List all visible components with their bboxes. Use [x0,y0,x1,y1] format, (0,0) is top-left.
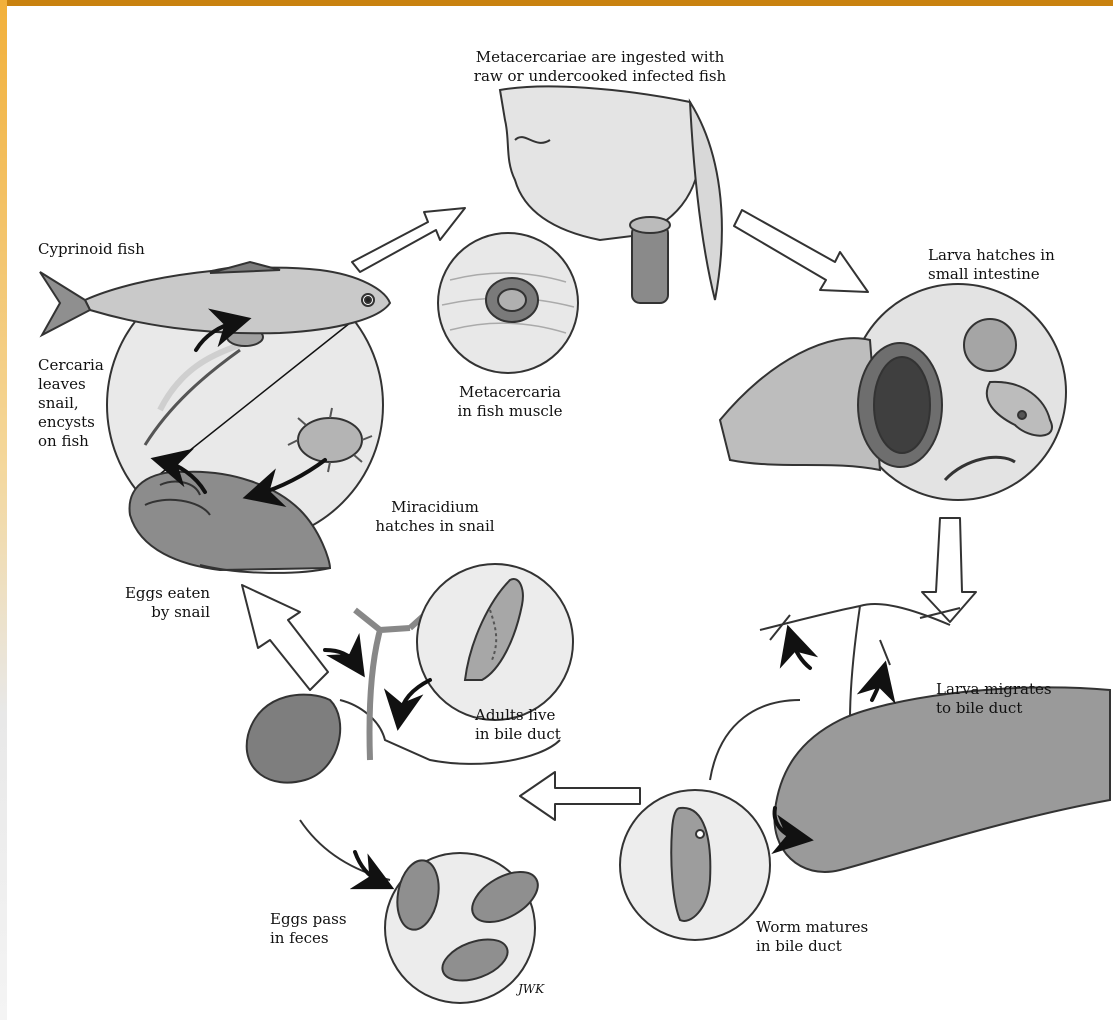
arrow-migrate-up-left [792,640,810,668]
label-metacercariae-ingested: Metacercariae are ingested with raw or u… [430,48,770,86]
label-metacercaria-muscle: Metacercaria in fish muscle [440,383,580,421]
arrow-into-duct-left [325,650,356,664]
label-eggs-pass: Eggs pass in feces [270,910,347,948]
cycle-arrow-feces-to-snail [242,585,328,690]
cycle-arrow-fish-to-ingestion [352,208,465,272]
metacercaria-muscle-circle [438,233,578,373]
label-adults-live: Adults live in bile duct [475,706,561,744]
label-cercaria-leaves: Cercaria leaves snail, encysts on fish [38,356,104,451]
arrow-eggs-out [355,852,380,882]
label-worm-matures: Worm matures in bile duct [756,918,868,956]
worm-matures-circle [620,790,770,940]
cycle-arrow-ingestion-to-intestine [734,210,868,292]
adults-circle [417,564,573,720]
label-larva-migrates: Larva migrates to bile duct [936,680,1052,718]
label-cyprinoid-fish: Cyprinoid fish [38,240,145,259]
cyprinoid-fish [40,262,390,335]
intestine-circle [720,284,1066,500]
cycle-arrow-liver-to-adults [520,772,640,820]
label-miracidium-hatches: Miracidium hatches in snail [360,498,510,536]
label-larva-hatches: Larva hatches in small intestine [928,246,1055,284]
label-eggs-eaten: Eggs eaten by snail [90,584,210,622]
arrow-adults-to-duct [400,680,430,715]
arrow-migrate-up-right [872,676,882,700]
liver-bile-duct-right [710,604,1110,872]
cycle-arrow-intestine-to-liver [922,518,976,622]
artist-signature: JWK [518,980,544,999]
